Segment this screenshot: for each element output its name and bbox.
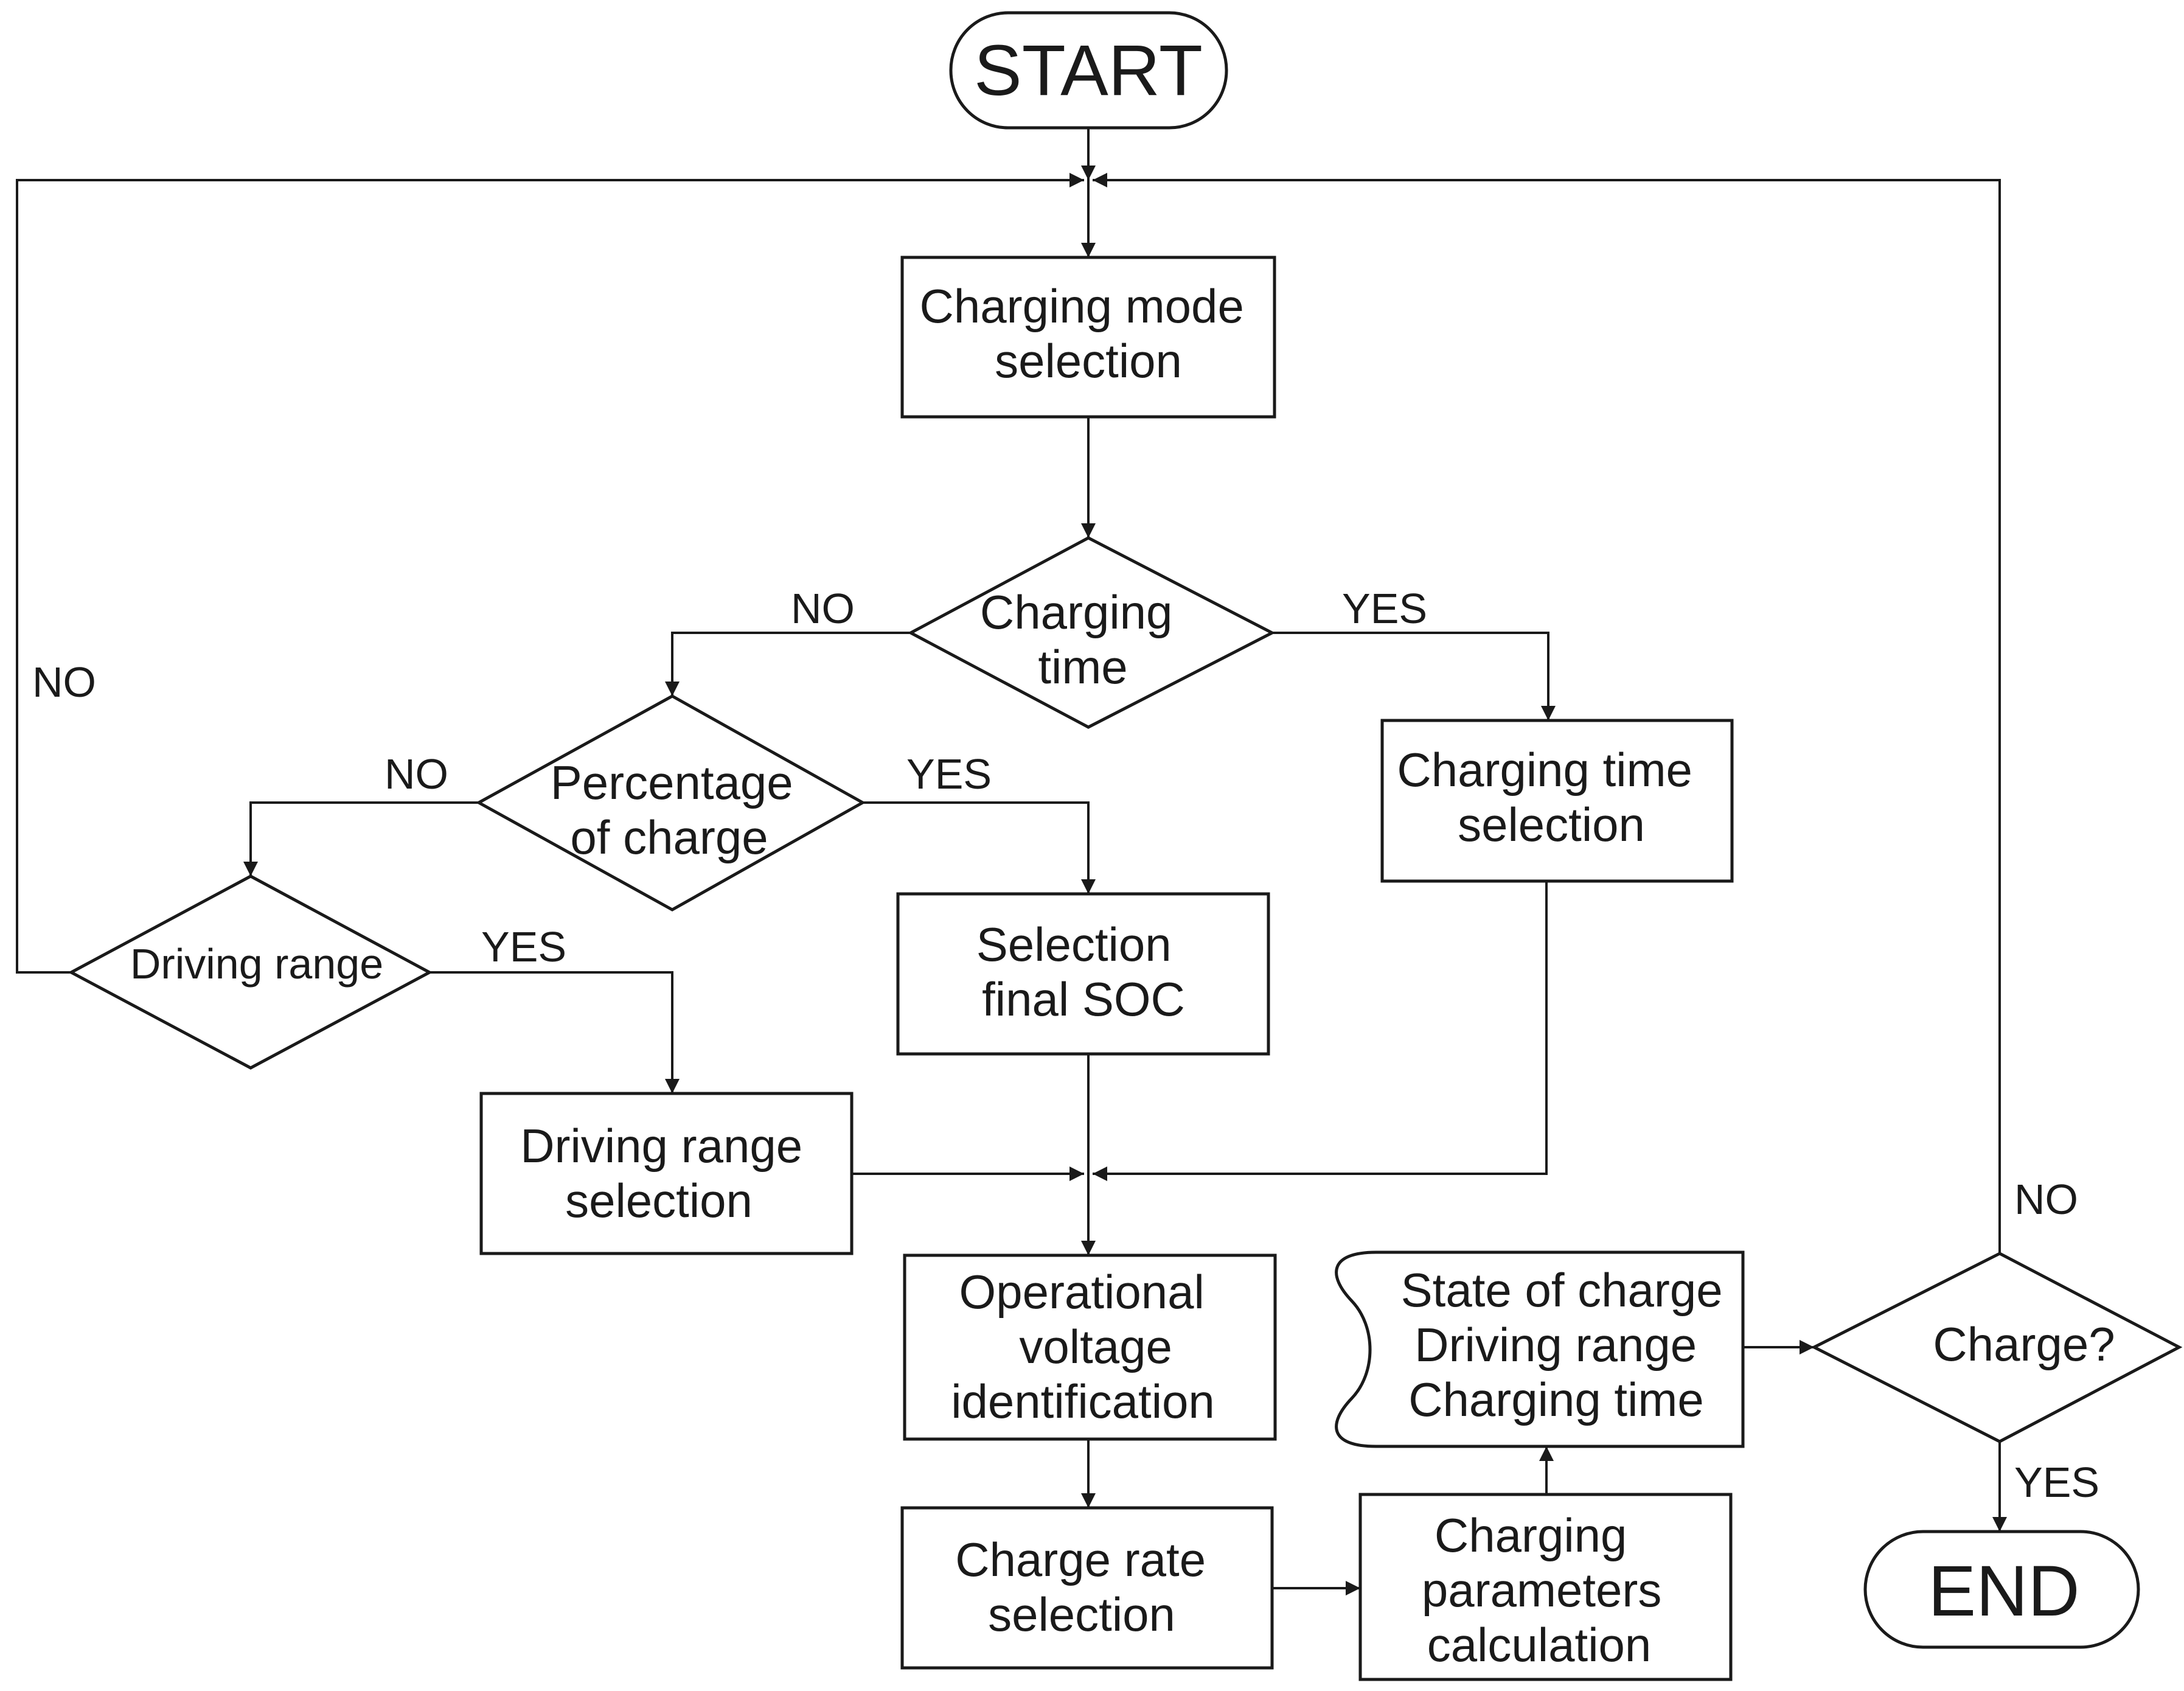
- edge-driving-range-yes: [429, 971, 680, 1093]
- decision-percentage-of-charge-label: Percentage of charge: [551, 756, 807, 864]
- label-yes-percentage: YES: [906, 750, 992, 798]
- node-driving-range-selection-label: Driving range selection: [520, 1119, 816, 1227]
- edge-charging-time-yes: [1272, 632, 1556, 720]
- node-selection-final-soc-label: Selection final SOC: [976, 918, 1185, 1026]
- label-no-driving-range-loop: NO: [32, 658, 96, 706]
- node-display-output: State of charge Driving range Charging t…: [1335, 1250, 1745, 1448]
- label-no-charge: NO: [2014, 1176, 2078, 1223]
- node-start: START: [949, 11, 1228, 130]
- node-charging-mode-selection: Charging mode selection: [900, 256, 1276, 419]
- decision-driving-range: Driving range: [68, 874, 433, 1070]
- node-end: END: [1863, 1530, 2140, 1649]
- label-no-percentage: NO: [384, 750, 448, 798]
- label-no-charging-time: NO: [791, 585, 855, 632]
- node-operational-voltage-identification: Operational voltage identification: [903, 1253, 1277, 1441]
- label-yes-charging-time: YES: [1342, 585, 1427, 632]
- decision-charging-time: Charging time: [907, 536, 1276, 729]
- branch-labels: NO YES NO YES YES NO NO YES: [32, 585, 2099, 1506]
- node-end-label: END: [1928, 1551, 2079, 1631]
- label-yes-charge: YES: [2014, 1459, 2099, 1506]
- edge-time-selection-to-merge: [1093, 881, 1548, 1181]
- node-charge-rate-selection: Charge rate selection: [900, 1506, 1274, 1670]
- edge-percentage-yes: [863, 801, 1096, 894]
- edge-charge-no-loop: [1093, 173, 2001, 1253]
- node-charge-rate-selection-label: Charge rate selection: [955, 1533, 1219, 1641]
- node-driving-range-selection: Driving range selection: [479, 1092, 854, 1255]
- node-charging-mode-selection-label: Charging mode selection: [920, 279, 1257, 388]
- decision-charge-label: Charge?: [1933, 1317, 2115, 1371]
- decision-percentage-of-charge: Percentage of charge: [475, 694, 866, 912]
- edge-percentage-no: [243, 801, 479, 876]
- node-selection-final-soc: Selection final SOC: [896, 892, 1270, 1056]
- decision-charging-time-label: Charging time: [980, 585, 1186, 694]
- decision-charge: Charge?: [1810, 1252, 2183, 1443]
- node-charging-time-selection-label: Charging time selection: [1397, 743, 1705, 851]
- label-yes-driving-range: YES: [481, 923, 566, 971]
- node-start-label: START: [974, 30, 1203, 111]
- node-charging-parameters-calculation: Charging parameters calculation: [1358, 1493, 1733, 1681]
- edge-charging-time-no: [665, 632, 911, 696]
- node-charging-parameters-calculation-label: Charging parameters calculation: [1422, 1508, 1675, 1672]
- decision-driving-range-label: Driving range: [130, 940, 383, 988]
- node-charging-time-selection: Charging time selection: [1380, 719, 1734, 883]
- edge-driving-range-no-loop: [16, 173, 1084, 974]
- connectors: [16, 128, 2007, 1595]
- node-display-output-label: State of charge Driving range Charging t…: [1401, 1263, 1736, 1426]
- node-operational-voltage-identification-label: Operational voltage identification: [951, 1265, 1217, 1428]
